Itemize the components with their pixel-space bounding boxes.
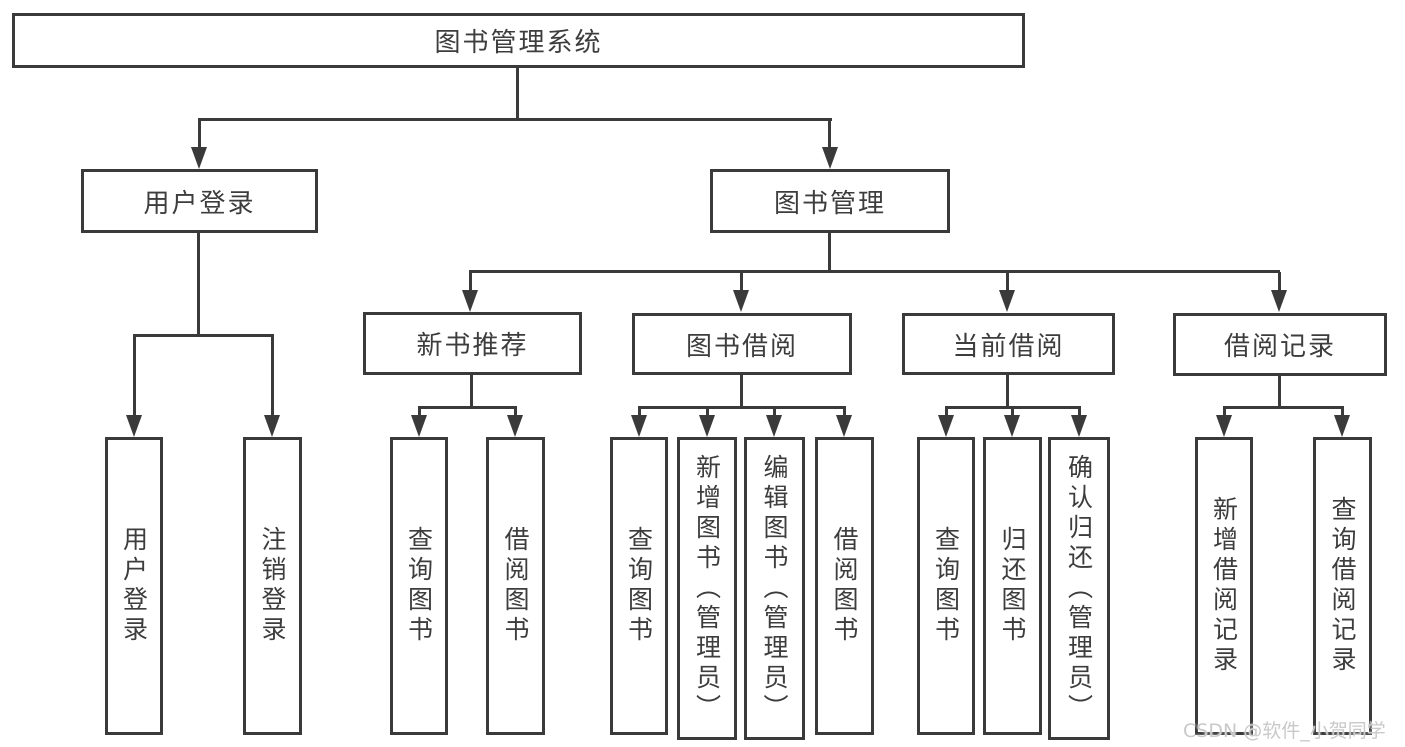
csdn-watermark: CSDN @软件_小贺同学: [1183, 720, 1386, 742]
connector-line: [516, 66, 519, 120]
connector-line: [1278, 374, 1281, 408]
arrowhead-icon: [1216, 415, 1232, 437]
connector-line: [514, 406, 517, 418]
node-label: 图书借阅: [685, 331, 798, 362]
connector-line: [1278, 272, 1281, 292]
node-label: 借阅图书: [501, 526, 530, 646]
connector-line: [706, 406, 709, 418]
node-label: 借阅记录: [1223, 332, 1336, 362]
node-label: 图书管理: [773, 188, 886, 219]
connector-line: [740, 272, 743, 292]
leaf-confirm-return-admin: 确认归还（管理员）: [1048, 437, 1110, 740]
arrowhead-icon: [822, 147, 838, 169]
leaf-add-borrow-record: 新增借阅记录: [1195, 437, 1253, 735]
arrowhead-icon: [938, 415, 954, 437]
node-current-borrowing: 当前借阅: [902, 313, 1115, 375]
node-label: 查询图书: [931, 526, 961, 646]
leaf-user-login: 用户登录: [105, 437, 163, 735]
node-label: 用户登录: [119, 526, 149, 646]
arrowhead-icon: [733, 290, 749, 312]
node-user-login-branch: 用户登录: [81, 169, 318, 233]
connector-line: [1223, 406, 1344, 409]
connector-line: [843, 406, 846, 418]
arrowhead-icon: [631, 415, 647, 437]
connector-line: [198, 120, 201, 150]
connector-line: [271, 336, 274, 418]
arrowhead-icon: [1004, 415, 1020, 437]
node-label: 图书管理系统: [434, 28, 603, 58]
connector-line: [197, 231, 200, 336]
leaf-query-borrow-record: 查询借阅记录: [1313, 437, 1372, 735]
node-new-book-recommendation: 新书推荐: [363, 312, 582, 375]
arrowhead-icon: [699, 415, 715, 437]
connector-line: [1011, 406, 1014, 418]
arrowhead-icon: [507, 415, 523, 437]
node-borrowing-records: 借阅记录: [1173, 313, 1387, 376]
connector-line: [418, 406, 421, 418]
node-label: 新增图书（管理员）: [692, 453, 722, 724]
node-label: 新书推荐: [416, 331, 529, 361]
node-book-borrowing: 图书借阅: [632, 313, 852, 375]
node-label: 归还图书: [998, 526, 1027, 646]
connector-line: [470, 373, 473, 408]
connector-line: [133, 336, 136, 418]
arrowhead-icon: [1334, 415, 1350, 437]
connector-line: [638, 406, 846, 409]
leaf-query-books-current: 查询图书: [917, 437, 975, 735]
connector-line: [418, 406, 517, 409]
arrowhead-icon: [411, 415, 427, 437]
connector-line: [469, 270, 1280, 273]
leaf-borrow-books-recommend: 借阅图书: [486, 437, 545, 735]
connector-line: [828, 120, 831, 150]
node-label: 查询借阅记录: [1328, 496, 1357, 676]
connector-line: [469, 272, 472, 292]
node-label: 注销登录: [258, 526, 287, 646]
connector-line: [198, 118, 832, 121]
leaf-query-books-borrowing: 查询图书: [610, 437, 668, 735]
leaf-add-books-admin: 新增图书（管理员）: [677, 437, 737, 740]
arrowhead-icon: [191, 147, 207, 169]
connector-line: [133, 334, 274, 337]
arrowhead-icon: [264, 415, 280, 437]
leaf-logout: 注销登录: [243, 437, 302, 735]
arrowhead-icon: [126, 415, 142, 437]
leaf-query-books-recommend: 查询图书: [390, 437, 448, 735]
connector-line: [1341, 406, 1344, 418]
node-label: 查询图书: [624, 526, 654, 646]
node-label: 确认归还（管理员）: [1064, 453, 1094, 724]
arrowhead-icon: [1271, 290, 1287, 312]
arrowhead-icon: [999, 290, 1015, 312]
node-library-management-system: 图书管理系统: [12, 13, 1025, 68]
arrowhead-icon: [836, 415, 852, 437]
leaf-return-books: 归还图书: [983, 437, 1042, 735]
node-label: 查询图书: [404, 526, 434, 646]
connector-line: [1006, 373, 1009, 408]
node-book-management: 图书管理: [710, 169, 950, 233]
node-label: 当前借阅: [952, 331, 1065, 362]
node-label: 用户登录: [143, 188, 256, 219]
connector-line: [828, 231, 831, 272]
connector-line: [1223, 406, 1226, 418]
node-label: 新增借阅记录: [1209, 496, 1239, 676]
leaf-edit-books-admin: 编辑图书（管理员）: [744, 437, 805, 740]
connector-line: [773, 406, 776, 418]
connector-line: [638, 406, 641, 418]
connector-line: [740, 373, 743, 408]
arrowhead-icon: [766, 415, 782, 437]
connector-line: [1078, 406, 1081, 418]
leaf-borrow-books: 借阅图书: [815, 437, 874, 735]
connector-line: [945, 406, 948, 418]
node-label: 编辑图书（管理员）: [760, 453, 789, 724]
arrowhead-icon: [1071, 415, 1087, 437]
node-label: 借阅图书: [830, 526, 859, 646]
arrowhead-icon: [462, 290, 478, 312]
connector-line: [1006, 272, 1009, 292]
